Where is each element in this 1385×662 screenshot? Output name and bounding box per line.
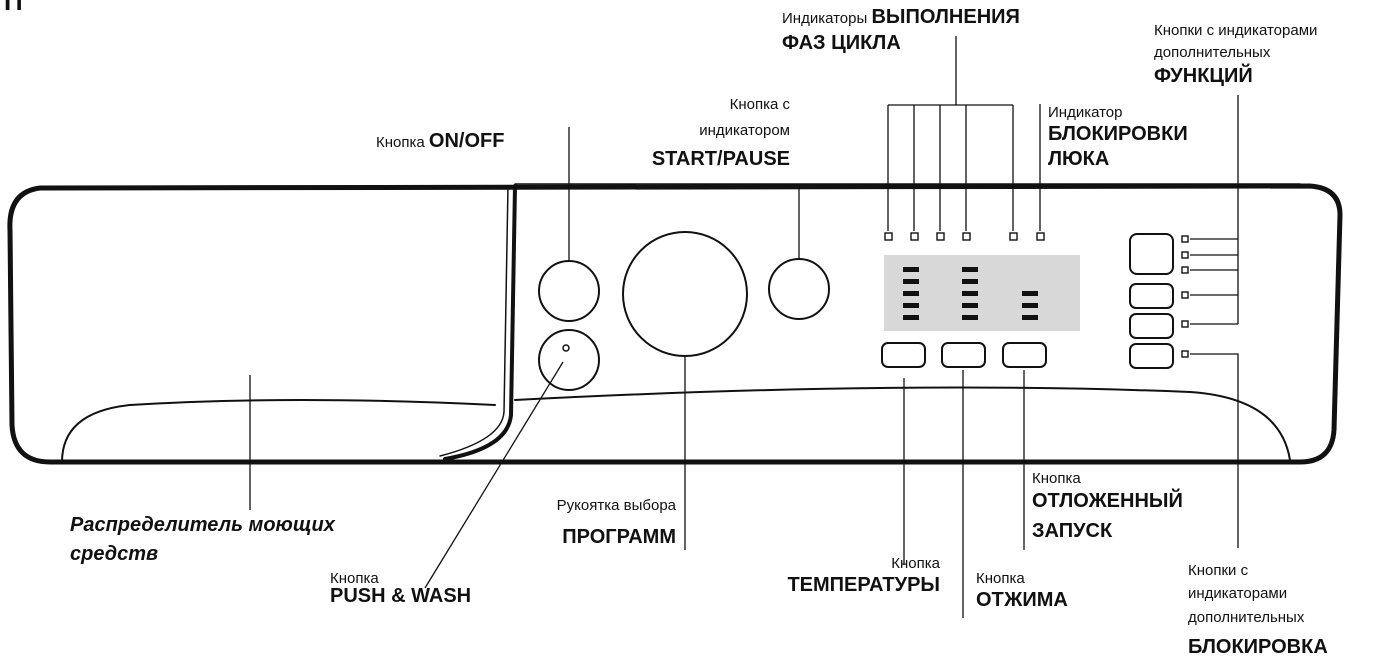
door-lock-label: Индикатор БЛОКИРОВКИ ЛЮКА	[1048, 104, 1188, 171]
phase-indicators	[884, 232, 1045, 241]
push-wash-label: Кнопка PUSH & WASH	[330, 570, 472, 608]
extra-functions-label: Кнопки с индикаторами дополнительных ФУН…	[1154, 22, 1318, 87]
onoff-label: Кнопка ON/OFF	[376, 130, 505, 152]
onoff-button[interactable]	[538, 260, 600, 322]
spin-label: Кнопка ОТЖИМА	[976, 570, 1068, 612]
push-wash-button[interactable]	[538, 329, 600, 391]
extra-function-button-2[interactable]	[1129, 283, 1174, 309]
phase-led	[962, 232, 971, 241]
leader-lines	[249, 36, 1239, 618]
spin-button[interactable]	[941, 342, 986, 368]
temperature-label: Кнопка ТЕМПЕРАТУРЫ	[787, 555, 940, 597]
phase-led	[936, 232, 945, 241]
panel-body	[7, 183, 1343, 465]
extra-function-leds	[1181, 235, 1189, 358]
display-bars	[903, 267, 1038, 320]
phase-led	[884, 232, 893, 241]
phase-led	[910, 232, 919, 241]
phase-indicators-label: Индикаторы ВЫПОЛНЕНИЯ ФАЗ ЦИКЛА	[782, 6, 1020, 54]
program-knob-label: Рукоятка выбора ПРОГРАММ	[556, 497, 676, 549]
lock-button[interactable]	[1129, 343, 1174, 369]
lock-label: Кнопки с индикаторами дополнительных БЛО…	[1188, 562, 1328, 658]
extra-function-button-3[interactable]	[1129, 313, 1174, 339]
temperature-button[interactable]	[881, 342, 926, 368]
start-pause-label: Кнопка с индикатором START/PAUSE	[651, 96, 790, 170]
start-pause-button[interactable]	[768, 258, 830, 320]
program-knob[interactable]	[622, 231, 748, 357]
delay-start-button[interactable]	[1002, 342, 1047, 368]
delay-start-label: Кнопка ОТЛОЖЕННЫЙ ЗАПУСК	[1032, 470, 1183, 543]
header-fragment: П	[4, 0, 23, 16]
dispenser-label: Распределитель моющих средств	[70, 514, 335, 565]
phase-led	[1009, 232, 1018, 241]
extra-function-button-1[interactable]	[1129, 233, 1174, 275]
push-wash-indicator	[562, 344, 570, 352]
door-lock-led	[1036, 232, 1045, 241]
